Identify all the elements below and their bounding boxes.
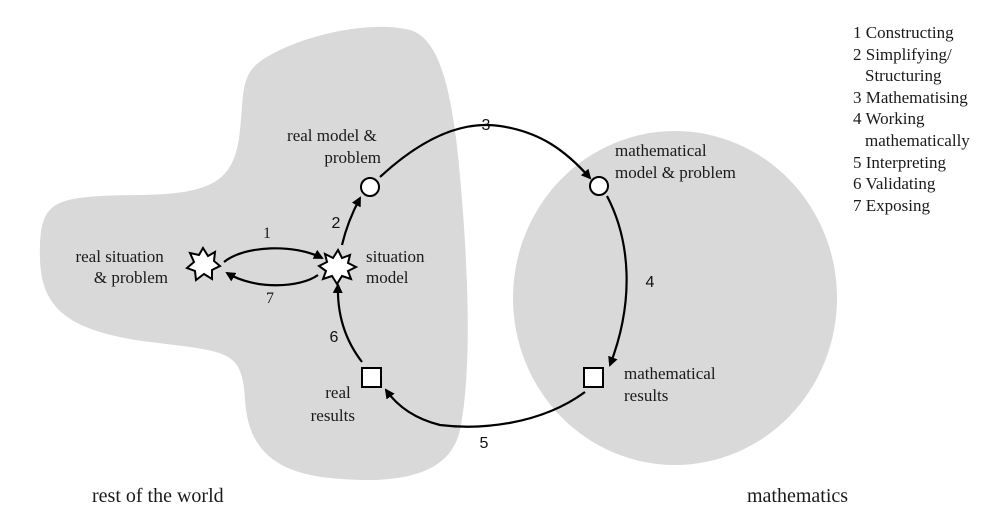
- edge-label-5: 5: [480, 435, 489, 452]
- legend-item-6: 6 Validating: [853, 174, 936, 194]
- arrow-2: [340, 196, 361, 246]
- situation-model-label: situation model: [366, 247, 429, 287]
- edge-label-7: 7: [266, 290, 274, 307]
- legend-item-1: 1 Constructing: [853, 23, 954, 42]
- math-model-node: [589, 176, 609, 196]
- world-region-label: rest of the world: [92, 485, 224, 507]
- legend-item-2: 2 Simplifying/: [853, 44, 952, 64]
- edge-label-6: 6: [330, 329, 339, 346]
- math-results-label: mathematical results: [624, 364, 720, 405]
- math-model-label: mathematical model & problem: [615, 141, 736, 182]
- edge-label-2: 2: [332, 215, 341, 232]
- edge-label-1: 1: [263, 225, 271, 242]
- legend-item-4-cont: mathematically: [865, 130, 970, 150]
- legend: 1 Constructing 2 Simplifying/ Structurin…: [853, 22, 970, 216]
- real-results-label: real results: [311, 383, 355, 425]
- real-results-node: [361, 367, 382, 388]
- real-situation-label: real situation & problem: [75, 247, 168, 287]
- arrow-7: [225, 271, 319, 287]
- legend-item-3: 3 Mathematising: [853, 87, 968, 107]
- edge-label-4: 4: [646, 274, 655, 291]
- arrow-1: [223, 247, 324, 263]
- situation-model-star-icon: [317, 247, 359, 286]
- legend-item-5: 5 Interpreting: [853, 152, 946, 172]
- real-model-node: [360, 177, 380, 197]
- arrow-3: [379, 123, 592, 180]
- real-situation-star-icon: [185, 246, 222, 282]
- legend-item-7: 7 Exposing: [853, 195, 930, 215]
- math-results-node: [583, 367, 604, 388]
- legend-item-4: 4 Working: [853, 109, 925, 129]
- arrow-5: [384, 388, 586, 428]
- legend-item-2-cont: Structuring: [865, 66, 942, 86]
- world-region: [39, 26, 468, 481]
- edge-label-3: 3: [482, 117, 491, 134]
- arrow-6: [332, 283, 363, 363]
- arrow-4: [606, 195, 628, 367]
- math-region-label: mathematics: [747, 485, 848, 507]
- real-model-label: real model & problem: [287, 126, 381, 167]
